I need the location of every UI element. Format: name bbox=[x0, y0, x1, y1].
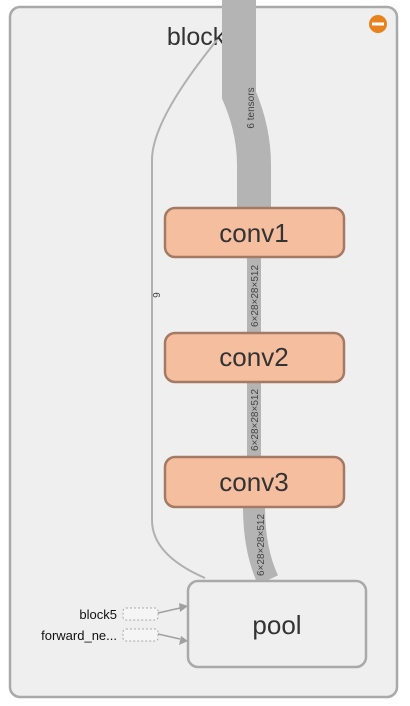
node-conv1-label: conv1 bbox=[219, 218, 288, 248]
aux-input-block5-box[interactable] bbox=[122, 607, 159, 621]
node-pool-box[interactable] bbox=[186, 579, 368, 669]
aux-input-forward[interactable]: forward_ne... bbox=[41, 628, 188, 645]
aux-edge-block5 bbox=[157, 607, 181, 614]
node-conv1[interactable]: conv1 bbox=[163, 206, 346, 259]
aux-input-forward-label: forward_ne... bbox=[41, 628, 117, 643]
aux-input-block5-label: block5 bbox=[79, 607, 117, 622]
aux-input-block5[interactable]: block5 bbox=[79, 603, 188, 622]
node-pool[interactable]: pool bbox=[186, 579, 368, 669]
edge-conv3-pool-label: 6×28×28×512 bbox=[256, 514, 267, 576]
aux-edge-forward bbox=[157, 633, 181, 640]
input-edge-label: 6 tensors bbox=[246, 87, 257, 128]
node-conv2[interactable]: conv2 bbox=[163, 331, 346, 384]
edge-conv3-pool[interactable] bbox=[243, 506, 279, 585]
node-conv3-label: conv3 bbox=[219, 467, 288, 497]
aux-edge-block5-arrow bbox=[179, 603, 188, 612]
collapse-group-button[interactable] bbox=[369, 15, 387, 33]
minus-bar bbox=[372, 22, 384, 26]
node-conv2-box[interactable] bbox=[163, 331, 346, 384]
side-edge-label: 6 bbox=[150, 292, 161, 298]
side-edge[interactable] bbox=[151, 39, 218, 579]
aux-edge-forward-arrow bbox=[179, 636, 188, 645]
node-pool-label: pool bbox=[252, 610, 301, 640]
node-conv2-label: conv2 bbox=[219, 342, 288, 372]
edge-conv2-conv3-label: 6×28×28×512 bbox=[250, 389, 261, 451]
edge-conv1-conv2-label: 6×28×28×512 bbox=[250, 265, 261, 327]
node-conv1-box[interactable] bbox=[163, 206, 346, 259]
aux-input-forward-box[interactable] bbox=[122, 628, 159, 642]
input-edge[interactable] bbox=[222, 0, 271, 208]
node-conv3-box[interactable] bbox=[163, 455, 346, 509]
node-conv3[interactable]: conv3 bbox=[163, 455, 346, 509]
